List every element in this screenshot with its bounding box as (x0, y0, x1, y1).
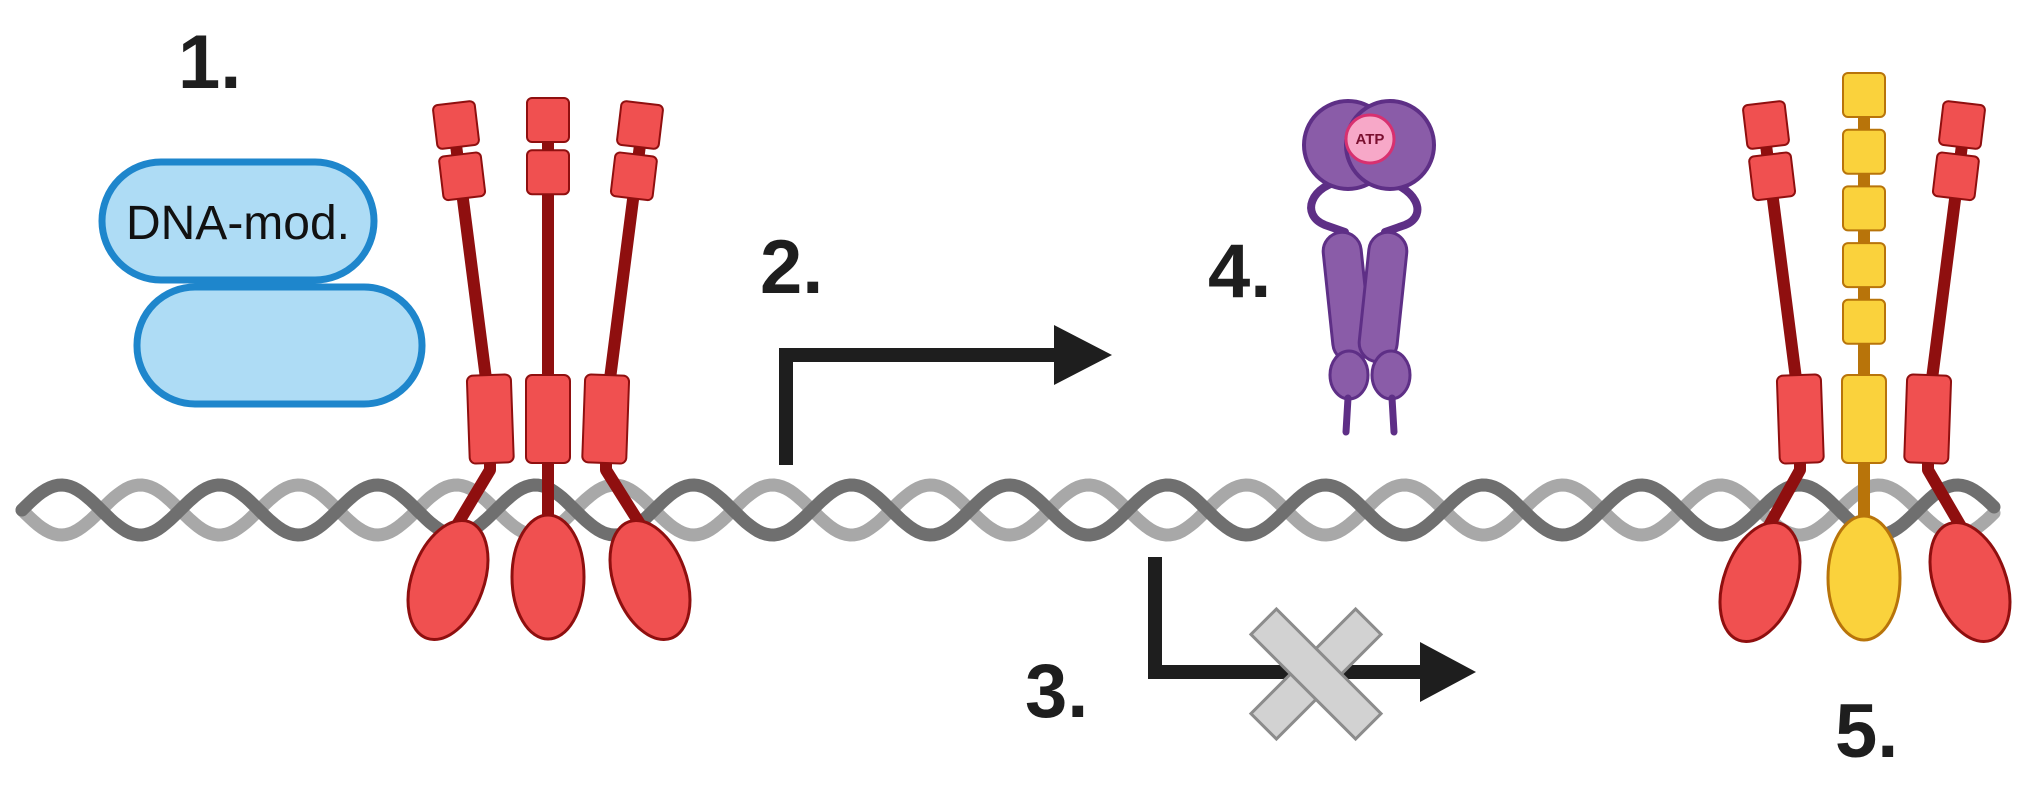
bent-arrow-icon (779, 325, 1112, 465)
cohesin-head-segment (1842, 185, 1886, 232)
dna-modifier-lower-lobe (133, 283, 426, 408)
step-label-3: 3. (1025, 649, 1088, 734)
cohesin-hinge-block (1775, 373, 1825, 465)
cohesin-foot (1928, 520, 2012, 644)
cohesin-head-segment (1748, 151, 1797, 202)
motor-coil-right (1357, 230, 1409, 364)
step-label-2: 2. (760, 225, 823, 310)
cohesin-complex-red (406, 97, 692, 642)
cohesin-head-segment (1931, 151, 1980, 202)
dna-modifier-label: DNA-mod. (126, 197, 350, 250)
cohesin-complex-mixed (1718, 72, 2012, 644)
cohesin-subunit (510, 97, 586, 641)
dna-strand-dark (15, 478, 2001, 542)
cohesin-hinge-block (1903, 373, 1953, 465)
arrow-head-icon (1420, 642, 1476, 702)
dna-modifier-upper-lobe (98, 158, 378, 284)
step-label-5: 5. (1835, 689, 1898, 774)
cohesin-foot (1826, 514, 1902, 642)
dna-modifier-protein: DNA-mod. (98, 158, 426, 408)
atp-label: ATP (1356, 131, 1385, 148)
cohesin-head-segment (1842, 242, 1886, 289)
cohesin-head-segment (1742, 100, 1790, 150)
cohesin-hinge-block (1841, 374, 1887, 464)
cohesin-hinge-block (581, 373, 631, 465)
motor-foot-right (1370, 349, 1412, 401)
cohesin-foot (510, 513, 586, 641)
motor-tail-right (1388, 394, 1398, 436)
arrow-head-icon (1054, 325, 1112, 385)
dna-strand-light (15, 478, 2001, 542)
cohesin-subunit (406, 100, 515, 642)
cohesin-subunit (1826, 72, 1902, 642)
step-label-4: 4. (1208, 229, 1271, 314)
cohesin-head-segment (616, 100, 664, 150)
step-label-1: 1. (178, 20, 241, 105)
cohesin-hinge-block (525, 374, 571, 464)
transcription-arrow-active (779, 348, 1060, 465)
cohesin-head-segment (438, 151, 487, 202)
atp-molecule-icon (1344, 113, 1396, 165)
x-mark-icon (1248, 606, 1384, 742)
atp-motor-protein: ATP (1302, 99, 1436, 436)
cohesin-head-segment (526, 97, 570, 143)
cohesin-foot (406, 518, 490, 642)
bent-arrow-icon (1148, 557, 1476, 742)
cohesin-head-segment (526, 149, 570, 196)
cohesin-head-segment (609, 151, 658, 202)
cohesin-head-segment (432, 100, 480, 150)
cohesin-foot (608, 518, 692, 642)
cohesin-subunit (581, 100, 692, 642)
cohesin-hinge-block (465, 373, 515, 465)
motor-tail-left (1342, 394, 1352, 436)
cohesin-head-segment (1842, 128, 1886, 175)
cohesin-subunit (1718, 100, 1825, 644)
cohesin-head-segment (1938, 100, 1986, 150)
cohesin-foot (1718, 520, 1802, 644)
cohesin-head-segment (1842, 298, 1886, 345)
dna-double-helix (15, 478, 2001, 542)
motor-foot-left (1328, 349, 1370, 401)
cohesin-head-segment (1842, 72, 1886, 118)
cohesin-subunit (1903, 100, 2012, 644)
